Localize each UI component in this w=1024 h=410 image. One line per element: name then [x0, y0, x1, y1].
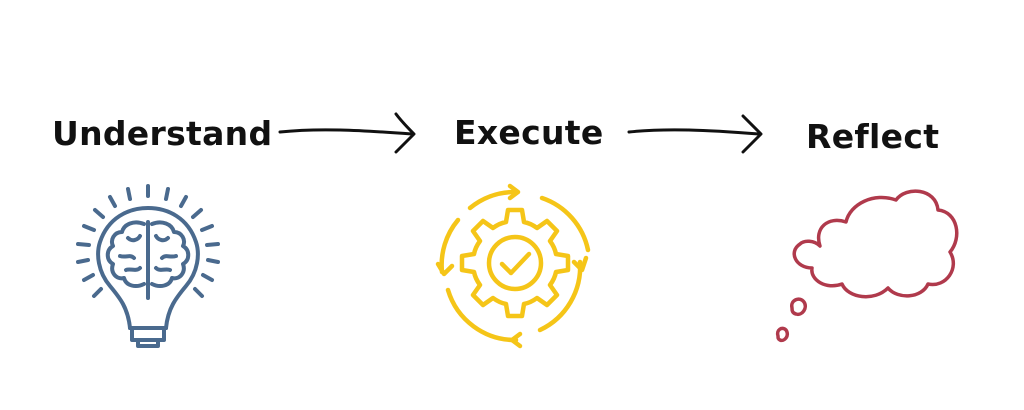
- step-label-execute: Execute: [454, 113, 604, 152]
- gear-check-cycle-icon: [430, 180, 600, 354]
- arrow-icon: [278, 112, 416, 154]
- lightbulb-brain-icon: [68, 180, 228, 359]
- step-label-reflect: Reflect: [806, 117, 940, 156]
- step-label-understand: Understand: [52, 114, 273, 153]
- thought-bubble-icon: [770, 180, 970, 364]
- arrow-icon: [627, 114, 763, 154]
